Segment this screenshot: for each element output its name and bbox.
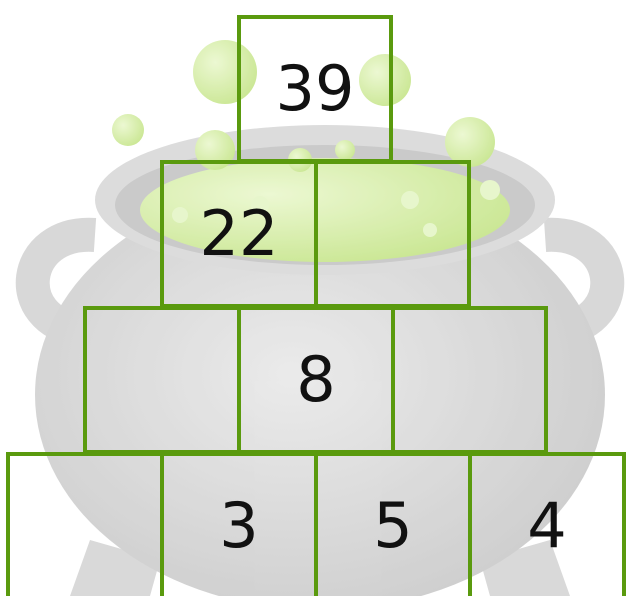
pyramid-cell-r3-c1[interactable]: 3 <box>160 452 318 596</box>
pyramid-cell-r2-c2[interactable] <box>391 306 548 454</box>
pyramid-cell-r0-c0[interactable]: 39 <box>237 15 393 163</box>
pyramid-cell-r1-c1[interactable] <box>314 160 471 308</box>
pyramid-cell-r2-c0[interactable] <box>83 306 241 454</box>
pyramid-cell-r1-c0[interactable]: 22 <box>160 160 318 308</box>
pyramid-cell-r3-c0[interactable] <box>6 452 164 596</box>
pyramid-cell-r3-c3[interactable]: 4 <box>468 452 626 596</box>
pyramid-cell-r3-c2[interactable]: 5 <box>314 452 472 596</box>
pyramid-cell-r2-c1[interactable]: 8 <box>237 306 395 454</box>
